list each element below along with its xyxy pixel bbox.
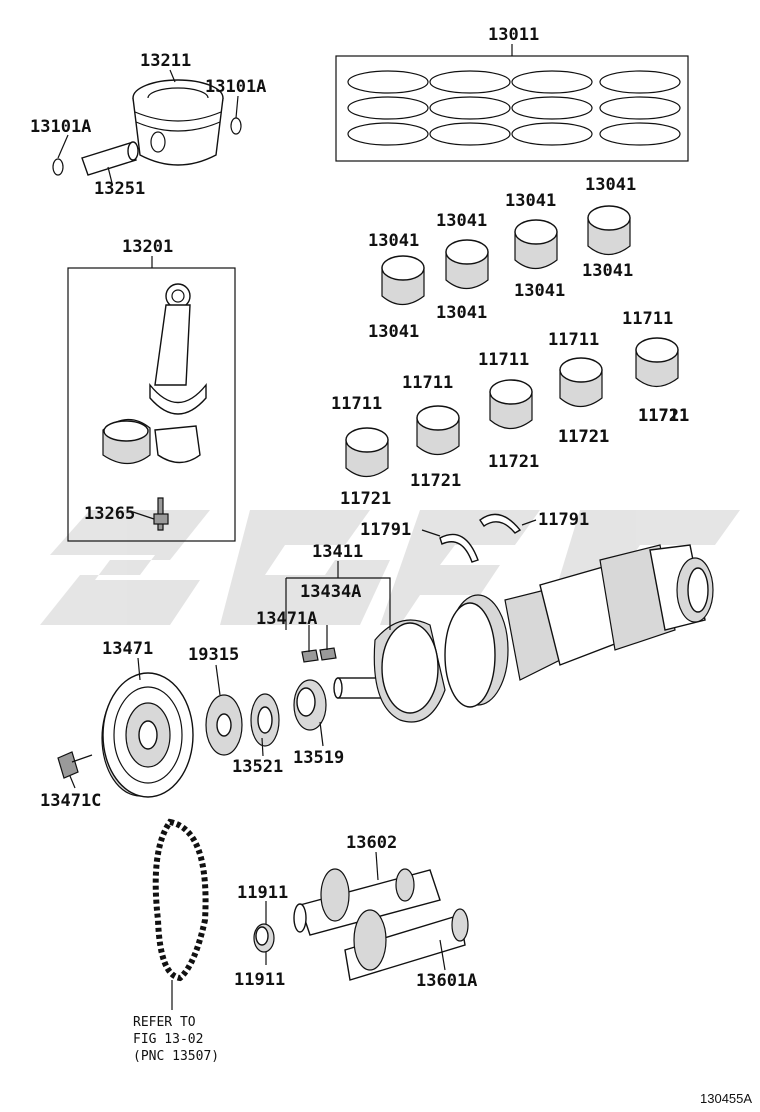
crankshaft-part — [333, 544, 714, 723]
woodruff-key-part — [301, 647, 337, 663]
part-label: 13041 — [585, 175, 636, 195]
reference-note-line-3: (PNC 13507) — [133, 1049, 219, 1064]
part-label: 13521 — [232, 757, 283, 777]
part-label: 13041 — [582, 261, 633, 281]
part-label: 13041 — [514, 281, 565, 301]
snap-ring-left-part — [52, 158, 64, 176]
part-label: 13601A — [416, 971, 477, 991]
crank-sprocket-part — [293, 679, 327, 731]
bearing-shell-rim — [587, 205, 631, 231]
main-bearing-shells — [345, 337, 679, 478]
part-label: 11711 — [548, 330, 599, 350]
part-label: 13101A — [205, 77, 266, 97]
part-label: 13251 — [94, 179, 145, 199]
part-label: 13434A — [300, 582, 361, 602]
part-label: 13041 — [368, 322, 419, 342]
snap-ring-right-part — [230, 117, 242, 135]
part-label: 11791 — [360, 520, 411, 540]
timing-plate-part — [205, 694, 243, 756]
piston-ring — [429, 70, 511, 94]
pulley-bolt-part — [57, 751, 93, 779]
piston-ring — [511, 70, 593, 94]
reference-note-line-2: FIG 13-02 — [133, 1032, 203, 1047]
connecting-rod-assembly — [67, 267, 236, 542]
piston-part — [132, 79, 224, 166]
piston-ring-set — [335, 55, 689, 162]
piston-ring — [347, 70, 429, 94]
part-label: 11721 — [488, 452, 539, 472]
part-label: 11911 — [237, 883, 288, 903]
part-label: 13201 — [122, 237, 173, 257]
part-label: 13041 — [505, 191, 556, 211]
conrod-bearing-shells — [381, 205, 631, 306]
part-label: 13411 — [312, 542, 363, 562]
bearing-shell-rim — [514, 219, 558, 245]
part-label: 13041 — [436, 211, 487, 231]
part-label: 11791 — [538, 510, 589, 530]
part-label: 11711 — [638, 406, 689, 426]
part-label: 13211 — [140, 51, 191, 71]
piston-ring — [599, 70, 681, 94]
part-label: 11711 — [402, 373, 453, 393]
piston-ring — [429, 122, 511, 146]
piston-ring — [347, 122, 429, 146]
part-label: 13041 — [436, 303, 487, 323]
part-label: 11721 — [638, 406, 689, 426]
bearing-shell-rim — [635, 337, 679, 363]
part-label: 13519 — [293, 748, 344, 768]
leader-lines — [57, 44, 537, 1010]
piston-ring — [511, 96, 593, 120]
part-label: 13471 — [102, 639, 153, 659]
piston-ring — [599, 122, 681, 146]
bearing-shell-rim — [445, 239, 489, 265]
part-label: 13471C — [40, 791, 101, 811]
part-label: 11721 — [340, 489, 391, 509]
crank-timing-gear-part — [250, 693, 280, 747]
part-label: 11711 — [331, 394, 382, 414]
camshaft-assembly — [293, 868, 469, 981]
bearing-shell-rim — [345, 427, 389, 453]
part-label: 13471A — [256, 609, 317, 629]
part-label: 11711 — [622, 309, 673, 329]
part-label: 13011 — [488, 25, 539, 45]
part-label: 13101A — [30, 117, 91, 137]
timing-chain-part — [152, 818, 209, 982]
part-label: 11711 — [478, 350, 529, 370]
part-label: 19315 — [188, 645, 239, 665]
piston-pin-part — [81, 141, 139, 176]
part-label: 13041 — [368, 231, 419, 251]
piston-ring — [599, 96, 681, 120]
bearing-shell-rim — [381, 255, 425, 281]
reference-note-line-1: REFER TO — [133, 1015, 196, 1030]
crankshaft-pulley-part — [101, 672, 194, 798]
piston-ring — [511, 122, 593, 146]
piston-ring — [429, 96, 511, 120]
bearing-shell-rim — [489, 379, 533, 405]
reference-note: REFER TO FIG 13-02 (PNC 13507) — [133, 1015, 219, 1064]
part-label: 11721 — [410, 471, 461, 491]
bearing-shell-rim — [559, 357, 603, 383]
part-label: 11911 — [234, 970, 285, 990]
piston-ring — [347, 96, 429, 120]
figure-number: 130455A — [700, 1091, 752, 1106]
part-label: 13265 — [84, 504, 135, 524]
part-label: 11721 — [558, 427, 609, 447]
part-label: 13602 — [346, 833, 397, 853]
bearing-shell-rim — [416, 405, 460, 431]
part-label: 11721 — [558, 427, 609, 447]
part-number-labels: 13011 13211 13101A 13101A 13251 13201 13265 130… — [30, 25, 689, 991]
camshaft-bearing-part — [253, 923, 275, 953]
thrust-washers — [439, 513, 522, 563]
